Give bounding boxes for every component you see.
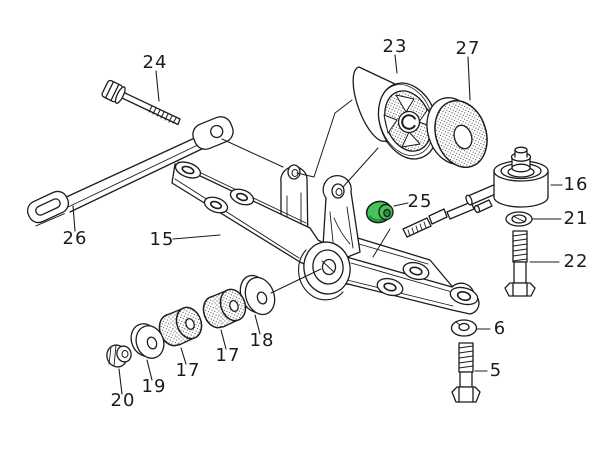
threaded-rod <box>402 199 493 238</box>
washer-21 <box>505 211 533 227</box>
assembly-lines <box>221 99 391 294</box>
hex-nut-20 <box>106 344 132 368</box>
part-callout-27[interactable]: 27 <box>455 38 481 59</box>
part-callout-16[interactable]: 16 <box>563 174 589 195</box>
callout-leader-lines <box>72 54 563 395</box>
bushing-housing <box>298 241 351 301</box>
washer-19 <box>130 323 165 359</box>
part-callout-17-front[interactable]: 17 <box>175 360 201 381</box>
part-callout-18[interactable]: 18 <box>249 330 275 351</box>
washer-18 <box>239 274 276 316</box>
crossmember-right-tower <box>321 174 361 263</box>
transmission-mount-23 <box>352 66 439 160</box>
part-callout-25[interactable]: 25 <box>407 191 433 212</box>
side-mount-16 <box>465 146 549 208</box>
hex-bolt-22 <box>504 230 536 297</box>
collar-nut-25-highlighted[interactable] <box>364 199 394 226</box>
washer-27 <box>426 97 488 168</box>
part-callout-22[interactable]: 22 <box>563 251 589 272</box>
crossmember-15 <box>171 161 480 315</box>
hex-bolt-24 <box>101 79 181 126</box>
part-callout-19[interactable]: 19 <box>141 376 167 397</box>
part-callout-24[interactable]: 24 <box>142 52 168 73</box>
mounting-bosses <box>174 161 479 306</box>
part-callout-6[interactable]: 6 <box>493 318 507 339</box>
support-strut <box>26 116 234 227</box>
washer-6 <box>450 319 478 337</box>
part-callout-26[interactable]: 26 <box>62 228 88 249</box>
part-callout-20[interactable]: 20 <box>110 390 136 411</box>
part-callout-17-rear[interactable]: 17 <box>215 345 241 366</box>
rubber-bushing-17-rear <box>202 288 247 329</box>
hex-bolt-5 <box>451 342 481 403</box>
rubber-bushing-17-front <box>158 306 203 347</box>
part-callout-15[interactable]: 15 <box>149 229 175 250</box>
part-callout-21[interactable]: 21 <box>563 208 589 229</box>
part-callout-23[interactable]: 23 <box>382 36 408 57</box>
part-callout-5[interactable]: 5 <box>489 360 503 381</box>
